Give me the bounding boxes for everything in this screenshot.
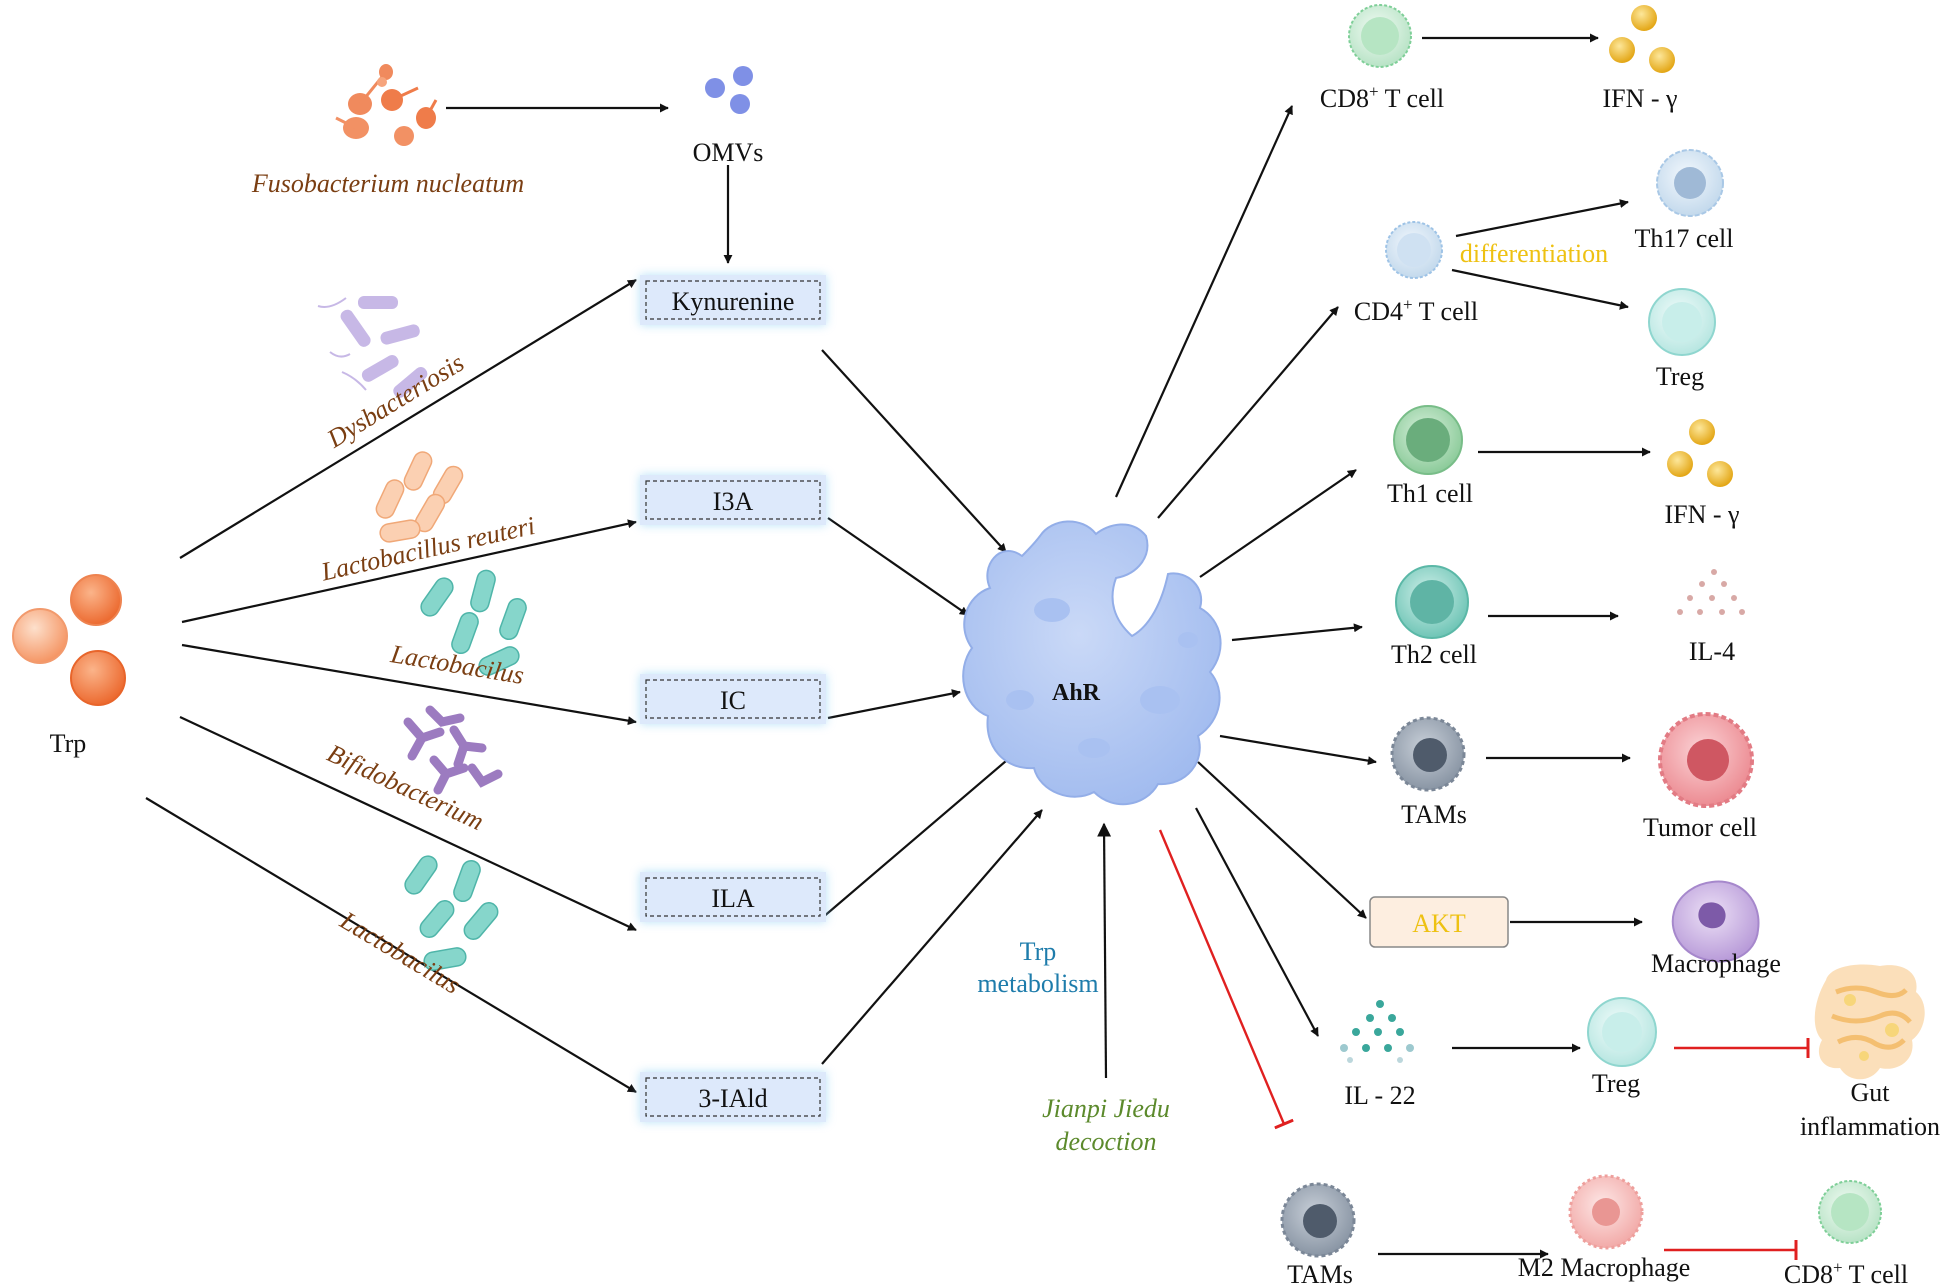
il22-icon — [1340, 1000, 1414, 1063]
cd4-t-cell-label: CD4+ T cell — [1354, 295, 1478, 326]
dysbacteriosis-bacteria-icon — [317, 296, 428, 398]
arrow-kynurenine-to-ahr — [821, 349, 1007, 553]
treg-cell-icon-2 — [1587, 997, 1657, 1067]
metabolite-ic: IC — [640, 674, 826, 724]
cd8-top-text: CD8 — [1320, 84, 1369, 113]
omvs-label: OMVs — [693, 138, 764, 167]
arrow-cd4-to-th17 — [1455, 199, 1629, 238]
cd4-text: CD4 — [1354, 297, 1403, 326]
fusobacterium-label: Fusobacterium nucleatum — [251, 169, 524, 198]
m2-macrophage-label: M2 Macrophage — [1518, 1253, 1691, 1282]
arrow-ic-to-ahr — [827, 689, 961, 720]
omvs-icon — [705, 66, 753, 114]
macrophage-label: Macrophage — [1651, 949, 1781, 978]
cd4-t-cell-icon — [1385, 221, 1443, 279]
arrow-trp-to-kynurenine — [179, 279, 637, 559]
tams-label-2: TAMs — [1287, 1260, 1353, 1285]
arrow-trp-to-i3a — [181, 519, 637, 624]
treg-cell-icon-1 — [1648, 288, 1716, 356]
cd8-t-cell-icon — [1348, 4, 1412, 68]
ahr-protein-icon — [962, 520, 1222, 806]
kynurenine-label: Kynurenine — [672, 287, 795, 316]
arrow-ila-to-ahr — [821, 754, 1014, 919]
treg-label-2: Treg — [1592, 1069, 1640, 1098]
metabolite-kynurenine: Kynurenine — [640, 275, 826, 325]
arrow-ahr-to-akt — [1197, 761, 1367, 919]
lactobacillus-bacteria-icon-2 — [404, 855, 499, 971]
ahr-label: AhR — [1052, 680, 1101, 706]
arrow-trp-to-3iald — [145, 797, 637, 1093]
ifn-gamma-label-2: IFN - γ — [1664, 500, 1739, 529]
th2-cell-label: Th2 cell — [1391, 640, 1477, 669]
cd8-top-sup: + — [1369, 82, 1379, 101]
trp-label: Trp — [50, 729, 87, 758]
trp-metabolism-label-line2: metabolism — [977, 969, 1098, 998]
metabolite-ila: ILA — [640, 872, 826, 922]
th1-cell-icon — [1393, 405, 1463, 475]
macrophage-icon — [1671, 880, 1760, 963]
fusobacterium-icon — [335, 64, 438, 146]
tams-label-1: TAMs — [1401, 800, 1467, 829]
ifn-gamma-icon-2 — [1667, 419, 1733, 487]
gut-inflammation-label-line1: Gut — [1851, 1078, 1891, 1107]
ila-label: ILA — [711, 884, 755, 913]
arrow-cd4-to-treg — [1451, 268, 1629, 310]
l-reuteri-bacteria-icon — [375, 451, 464, 543]
ifn-gamma-label-1: IFN - γ — [1602, 84, 1677, 113]
arrow-trp-to-ila — [179, 716, 637, 931]
th17-cell-icon — [1656, 149, 1724, 217]
arrow-ahr-to-th2 — [1231, 623, 1363, 642]
differentiation-label: differentiation — [1460, 239, 1608, 268]
akt-label: AKT — [1412, 909, 1466, 938]
arrow-decoction-to-ahr — [1097, 822, 1112, 1079]
arrow-trp-to-ic — [181, 643, 637, 726]
arrow-3iald-to-ahr — [821, 809, 1043, 1065]
metabolite-3iald: 3-IAld — [640, 1072, 826, 1122]
treg-label-1: Treg — [1656, 362, 1704, 391]
m2-macrophage-icon — [1568, 1174, 1644, 1250]
cd8-t-cell-icon-2 — [1818, 1180, 1882, 1244]
tams-cell-icon-2 — [1280, 1182, 1356, 1258]
arrows — [145, 33, 1810, 1260]
tumor-cell-icon — [1658, 712, 1754, 808]
il22-label: IL - 22 — [1344, 1081, 1415, 1110]
cd4-sup: + — [1403, 295, 1413, 314]
cd8-top-post: T cell — [1379, 84, 1444, 113]
metabolite-i3a: I3A — [640, 475, 826, 525]
arrow-ahr-to-cd4 — [1157, 306, 1339, 519]
cd8-bottom-post: T cell — [1843, 1260, 1908, 1285]
decoction-label-line2: decoction — [1055, 1127, 1156, 1156]
i3a-label: I3A — [713, 487, 754, 516]
cd8-t-cell-label: CD8+ T cell — [1320, 82, 1444, 113]
arrow-ahr-to-th1 — [1199, 469, 1357, 578]
arrow-ahr-to-tams — [1219, 734, 1377, 766]
th2-cell-icon — [1395, 565, 1469, 639]
inhibit-ahr-to-tams — [1158, 829, 1294, 1130]
arrow-i3a-to-ahr — [827, 517, 969, 616]
tumor-cell-label: Tumor cell — [1643, 813, 1757, 842]
3iald-label: 3-IAld — [698, 1084, 767, 1113]
tams-cell-icon-1 — [1390, 716, 1466, 792]
il4-icon — [1677, 569, 1745, 615]
cd8-bottom-sup: + — [1833, 1258, 1843, 1277]
arrow-ahr-to-cd8 — [1114, 105, 1294, 498]
th1-cell-label: Th1 cell — [1387, 479, 1473, 508]
decoction-label-line1: Jianpi Jiedu — [1042, 1094, 1170, 1123]
il4-label: IL-4 — [1689, 637, 1735, 666]
ic-label: IC — [720, 686, 746, 715]
ifn-gamma-icon-1 — [1609, 5, 1675, 73]
cd8-t-cell-label-2: CD8+ T cell — [1784, 1258, 1908, 1285]
gut-intestine-icon — [1814, 964, 1925, 1080]
lactobacillus-bacteria-icon-1 — [420, 569, 527, 676]
bifidobacterium-icon — [403, 705, 503, 795]
akt-box: AKT — [1369, 896, 1509, 948]
th17-cell-label: Th17 cell — [1635, 224, 1734, 253]
cd8-bottom-text: CD8 — [1784, 1260, 1833, 1285]
trp-icon — [12, 574, 126, 706]
trp-metabolism-label-line1: Trp — [1020, 937, 1057, 966]
gut-inflammation-label-line2: inflammation — [1800, 1112, 1940, 1141]
arrow-ahr-to-il22 — [1195, 807, 1319, 1037]
cd4-post: T cell — [1413, 297, 1478, 326]
